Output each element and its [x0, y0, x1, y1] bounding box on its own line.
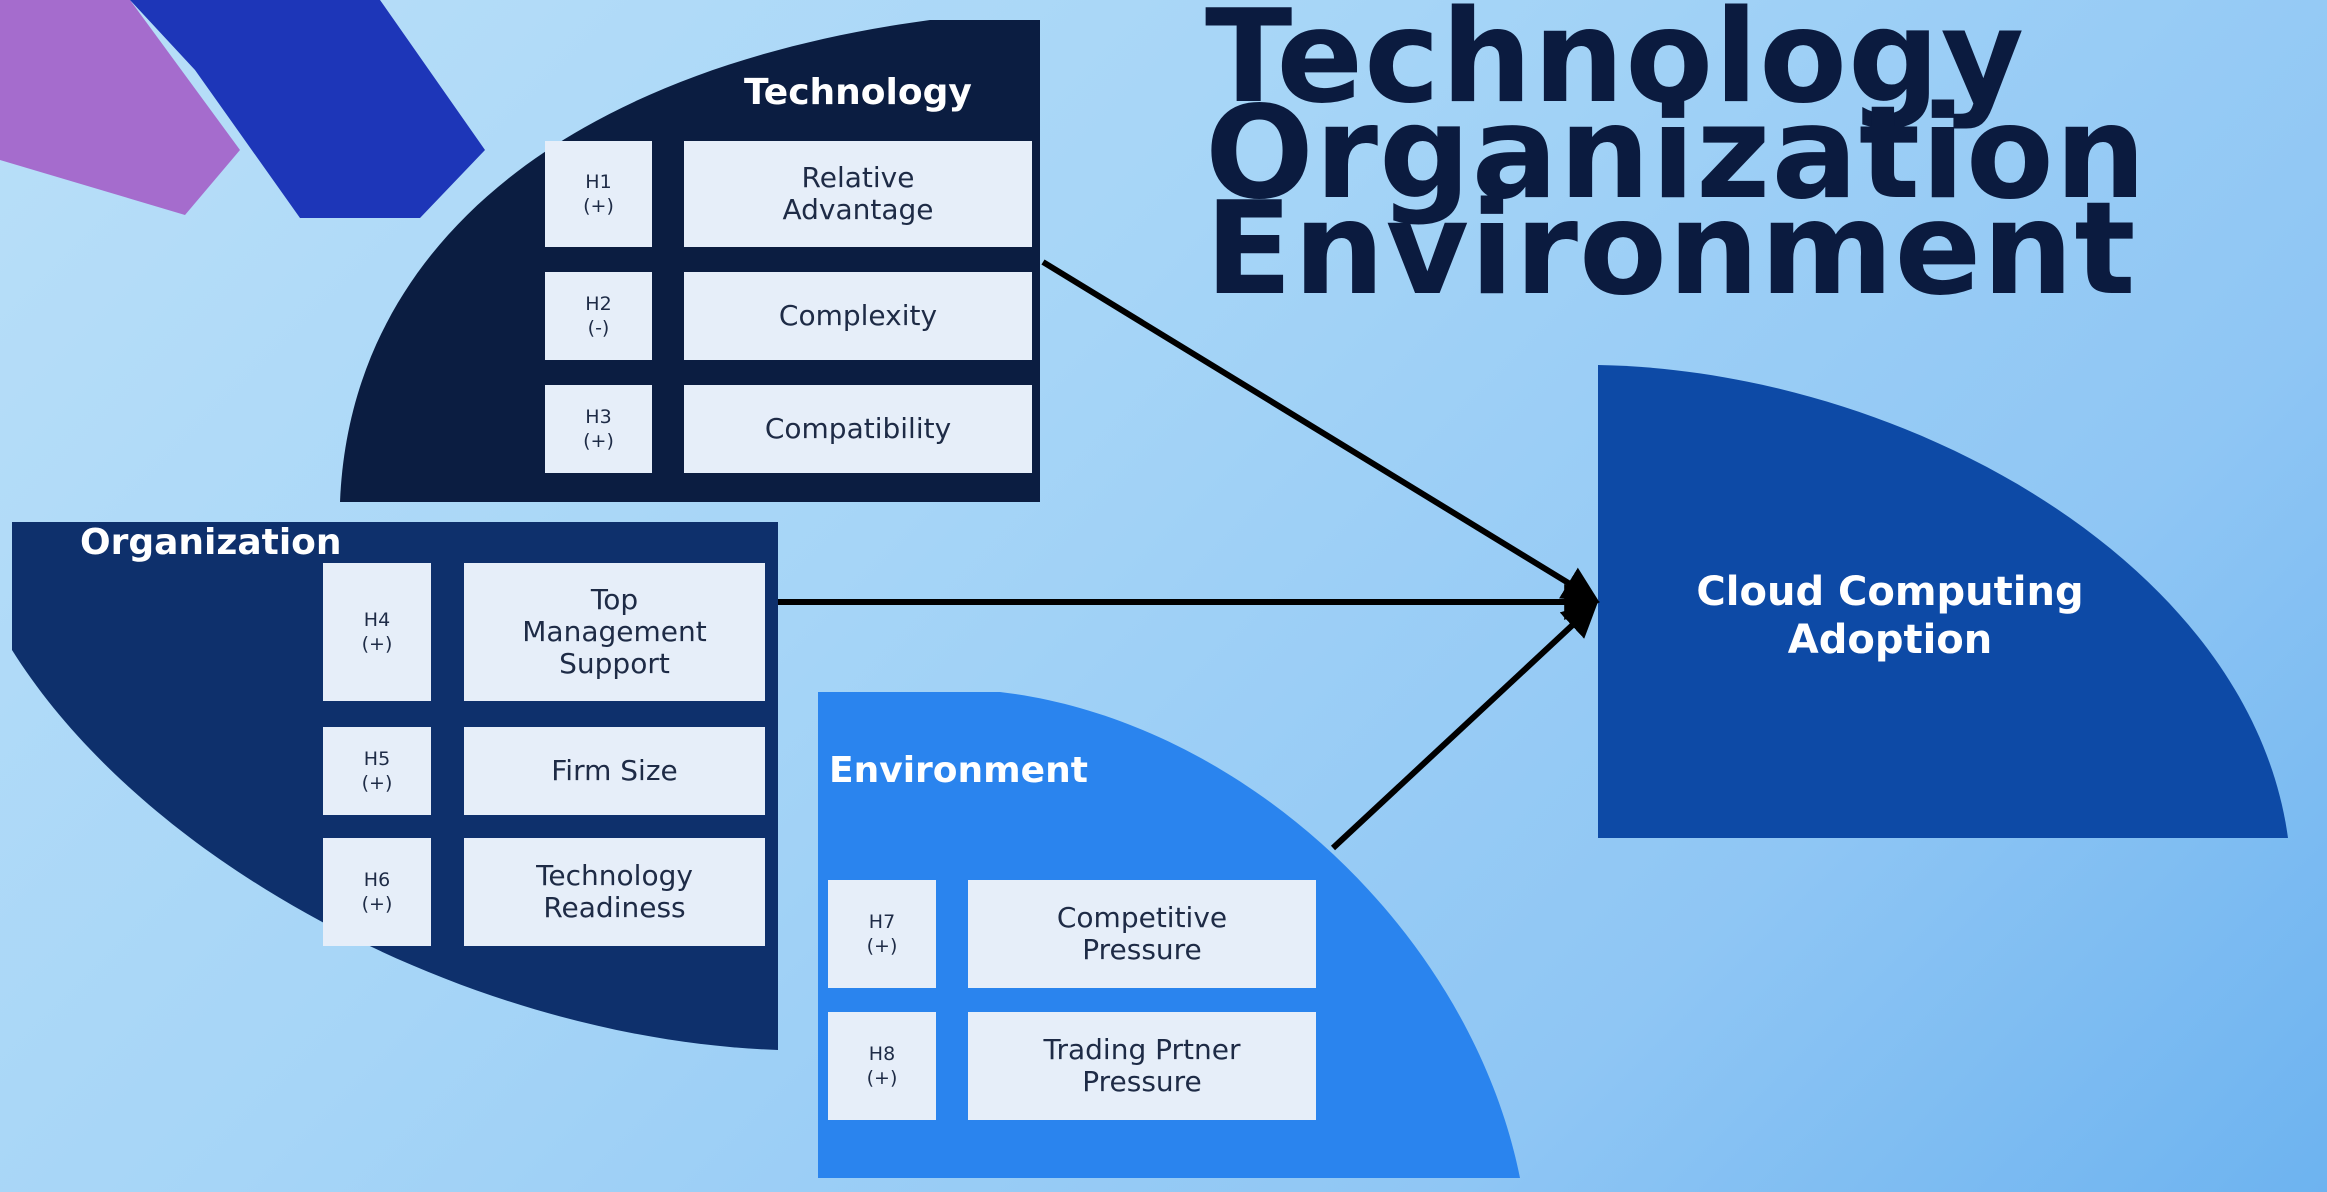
- decor-blue-chevron: [130, 0, 485, 218]
- hypothesis-sign: (+): [866, 1067, 898, 1089]
- main-title: Technology Organization Environment: [1205, 0, 2147, 324]
- hypothesis-sign: (+): [866, 935, 898, 957]
- hypothesis-box-h6: H6 (+): [323, 838, 431, 946]
- hypothesis-id: H1: [585, 171, 612, 193]
- factor-box-competitive-pressure: Competitive Pressure: [968, 880, 1316, 988]
- hypothesis-id: H5: [363, 748, 391, 770]
- hypothesis-box-h3: H3 (+): [545, 385, 652, 473]
- main-title-line-1: Technology: [1205, 0, 2026, 132]
- organization-section-title: Organization: [80, 522, 342, 563]
- factor-box-complexity: Complexity: [684, 272, 1032, 360]
- technology-panel: [340, 20, 1040, 502]
- main-title-line-2: Organization: [1205, 79, 2147, 228]
- main-title-line-3: Environment: [1205, 175, 2137, 324]
- environment-section-title: Environment: [829, 750, 1088, 791]
- hypothesis-sign: (-): [587, 317, 610, 339]
- arrow-technology-to-adoption: [1041, 259, 1600, 602]
- factor-box-compatibility: Compatibility: [684, 385, 1032, 473]
- hypothesis-sign: (+): [583, 430, 614, 452]
- hypothesis-id: H8: [868, 1043, 896, 1065]
- decor-purple-chevron: [0, 0, 240, 215]
- hypothesis-sign: (+): [361, 772, 393, 794]
- factor-box-top-management-support: Top Management Support: [464, 563, 765, 701]
- hypothesis-box-h5: H5 (+): [323, 727, 431, 815]
- hypothesis-box-h4: H4 (+): [323, 563, 431, 701]
- hypothesis-sign: (+): [361, 633, 393, 655]
- hypothesis-box-h7: H7 (+): [828, 880, 936, 988]
- factor-box-technology-readiness: Technology Readiness: [464, 838, 765, 946]
- hypothesis-box-h2: H2 (-): [545, 272, 652, 360]
- hypothesis-id: H2: [585, 293, 612, 315]
- outcome-panel: [1598, 365, 2288, 838]
- arrow-environment-to-adoption: [1330, 601, 1599, 851]
- factor-box-trading-partner-pressure: Trading Prtner Pressure: [968, 1012, 1316, 1120]
- hypothesis-box-h1: H1 (+): [545, 141, 652, 247]
- hypothesis-sign: (+): [361, 893, 393, 915]
- hypothesis-id: H3: [585, 406, 612, 428]
- hypothesis-id: H6: [363, 869, 391, 891]
- factor-box-firm-size: Firm Size: [464, 727, 765, 815]
- factor-box-relative-advantage: Relative Advantage: [684, 141, 1032, 247]
- outcome-label-cloud-computing-adoption: Cloud Computing Adoption: [1696, 569, 2084, 663]
- technology-section-title: Technology: [744, 72, 972, 113]
- hypothesis-box-h8: H8 (+): [828, 1012, 936, 1120]
- hypothesis-id: H7: [868, 911, 896, 933]
- hypothesis-id: H4: [363, 609, 391, 631]
- hypothesis-sign: (+): [583, 195, 614, 217]
